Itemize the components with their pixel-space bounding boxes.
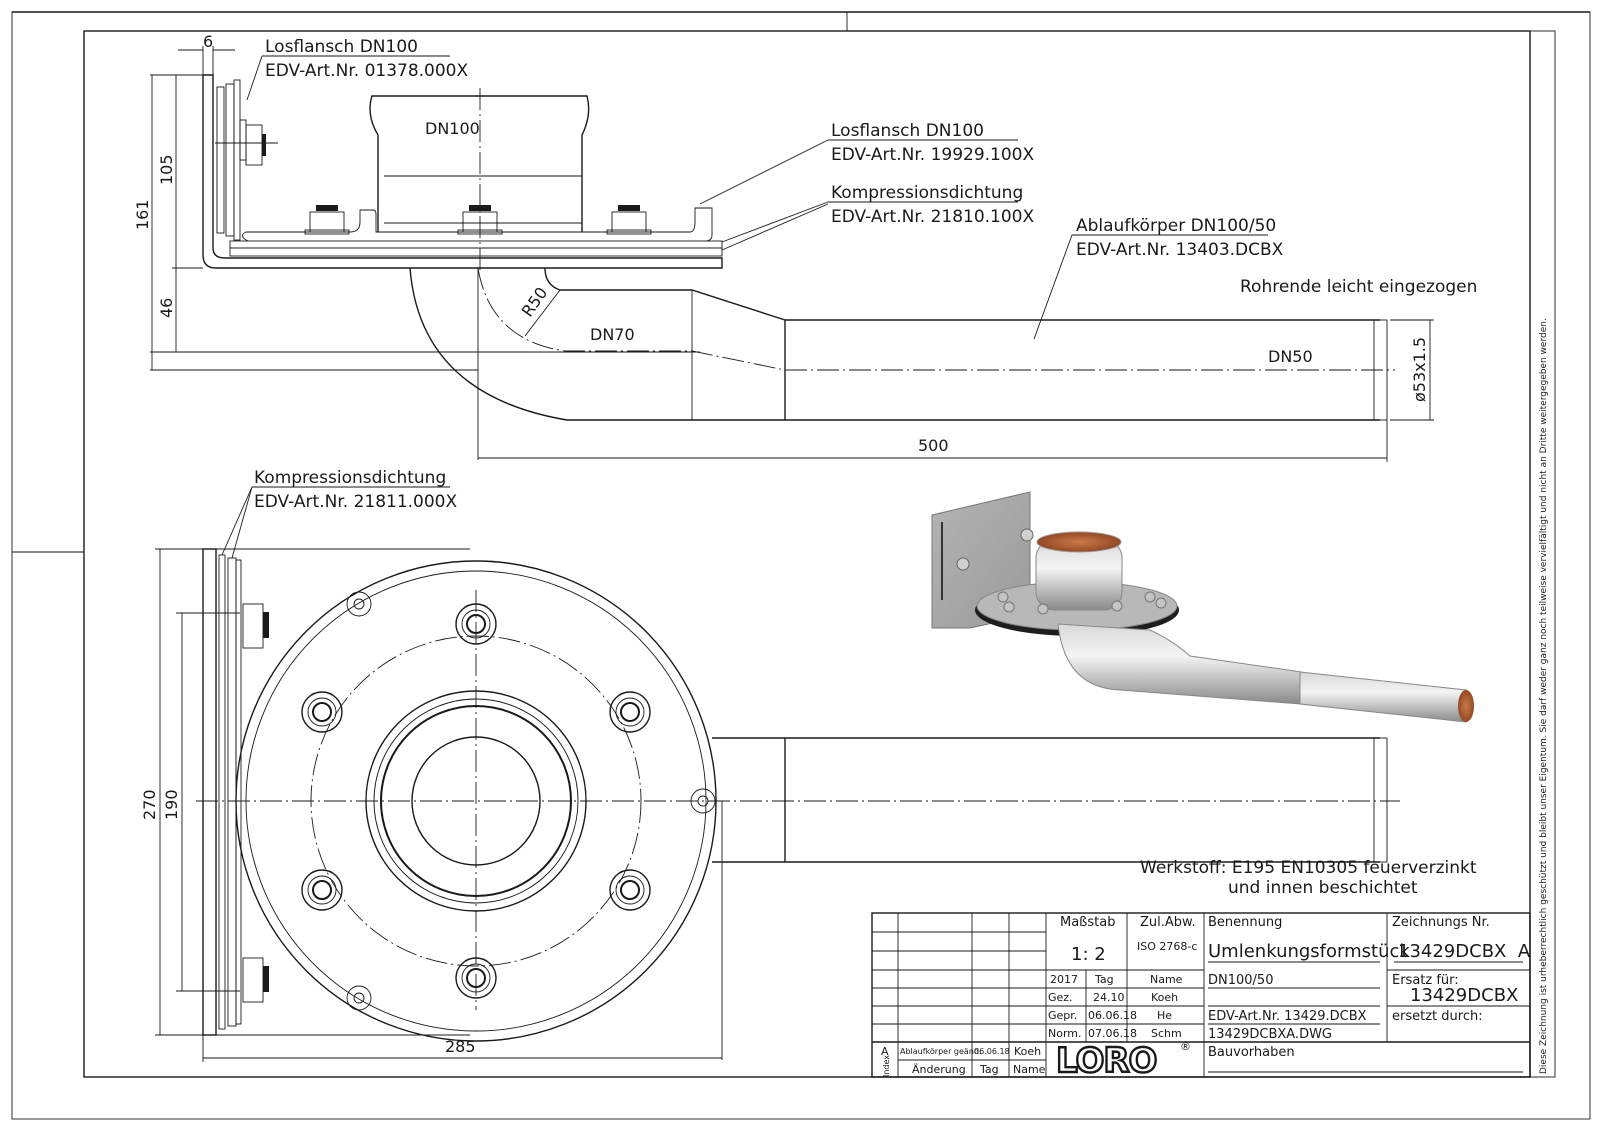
material-note-line2: und innen beschichtet <box>1228 878 1418 898</box>
wall-bracket <box>202 74 723 269</box>
label-dn70: DN70 <box>590 325 635 344</box>
header-index: Index <box>882 1055 891 1077</box>
revision-index: A <box>881 1045 889 1058</box>
role: Norm. <box>1048 1027 1082 1040</box>
label-radius: R50 <box>518 284 552 321</box>
render-3d <box>931 491 1474 723</box>
name: Schm <box>1151 1027 1182 1040</box>
label-dn50: DN50 <box>1268 347 1313 366</box>
dim-pipe-diameter: ø53x1.5 <box>1410 337 1429 402</box>
role: Gepr. <box>1048 1009 1077 1022</box>
scale-label: Maßstab <box>1060 915 1115 930</box>
callout-name: Kompressionsdichtung <box>831 183 1023 203</box>
dim-height-lower: 46 <box>157 298 176 318</box>
dim-height-total: 161 <box>133 199 152 230</box>
callout-name: Losflansch DN100 <box>831 121 984 141</box>
name: He <box>1157 1009 1172 1022</box>
dim-length: 500 <box>918 436 949 455</box>
material-note-line1: Werkstoff: E195 EN10305 feuerverzinkt <box>1140 858 1477 878</box>
dim-thickness: 6 <box>203 32 213 51</box>
callout-name: Kompressionsdichtung <box>254 468 446 488</box>
designation-value: Umlenkungsformstück <box>1208 941 1410 962</box>
bolt <box>606 205 652 235</box>
dim-width: 285 <box>445 1037 476 1056</box>
bolt <box>242 957 269 1003</box>
label-dn100: DN100 <box>425 119 480 138</box>
col-name: Name <box>1150 973 1183 986</box>
bolt <box>609 869 651 911</box>
revision-change: Ablaufkörper geänd. <box>900 1047 982 1056</box>
bolt <box>242 603 269 649</box>
callout-name: Ablaufkörper DN100/50 <box>1076 216 1276 236</box>
designation-label: Benennung <box>1208 915 1282 930</box>
bolt <box>301 869 343 911</box>
dim-bolt-spacing: 190 <box>162 789 181 820</box>
title-block: Maßstab 1: 2 Zul.Abw. ISO 2768-c 2017 Ta… <box>871 912 1531 1082</box>
scale-value: 1: 2 <box>1071 944 1106 965</box>
rivet <box>346 591 372 617</box>
replaced-by-label: ersetzt durch: <box>1392 1009 1483 1024</box>
copyright-disclaimer: Diese Zeichnung ist urheberrechtlich ges… <box>1539 318 1549 1074</box>
revision-name: Koeh <box>1014 1045 1041 1058</box>
col-day: Tag <box>1094 973 1114 986</box>
edv-number: EDV-Art.Nr. 13429.DCBX <box>1208 1009 1367 1024</box>
year: 2017 <box>1050 973 1078 986</box>
header-change: Änderung <box>912 1063 966 1076</box>
socket-dn100 <box>369 95 590 232</box>
drawing-no-label: Zeichnungs Nr. <box>1392 915 1490 930</box>
project-label: Bauvorhaben <box>1208 1045 1295 1060</box>
replaces-label: Ersatz für: <box>1392 973 1459 988</box>
callout-name: Losflansch DN100 <box>265 37 418 57</box>
dim-height-upper: 105 <box>157 154 176 185</box>
note-pipe-end: Rohrende leicht eingezogen <box>1240 277 1477 297</box>
bolt <box>301 691 343 733</box>
top-view: 270 190 285 Kompressionsdichtung EDV-Art… <box>140 468 1400 1062</box>
day: 24.10 <box>1093 991 1125 1004</box>
designation-sub: DN100/50 <box>1208 973 1273 988</box>
sheet-frame <box>11 11 1591 1120</box>
header-day: Tag <box>979 1063 999 1076</box>
callout-part-no: EDV-Art.Nr. 13403.DCBX <box>1076 240 1284 260</box>
day: 06.06.18 <box>1088 1009 1137 1022</box>
drain-body <box>409 267 786 421</box>
revision-day: 06.06.18 <box>974 1047 1010 1056</box>
tolerance-label: Zul.Abw. <box>1140 915 1196 930</box>
rivet <box>346 985 372 1011</box>
file-name: 13429DCBXA.DWG <box>1208 1027 1332 1042</box>
name: Koeh <box>1151 991 1178 1004</box>
tolerance-value: ISO 2768-c <box>1137 940 1197 953</box>
drawing-no-value: 13429DCBX A <box>1398 941 1531 962</box>
bolt <box>304 205 350 235</box>
side-view: 6 105 161 46 500 ø53x1.5 DN100 DN70 DN50… <box>133 32 1477 462</box>
day: 07.06.18 <box>1088 1027 1137 1040</box>
replaces-value: 13429DCBX <box>1410 985 1518 1006</box>
callout-part-no: EDV-Art.Nr. 21811.000X <box>254 492 457 512</box>
bolt <box>609 691 651 733</box>
callout-part-no: EDV-Art.Nr. 01378.000X <box>265 61 468 81</box>
role: Gez. <box>1048 991 1073 1004</box>
header-name: Name <box>1013 1063 1046 1076</box>
callout-part-no: EDV-Art.Nr. 21810.100X <box>831 207 1034 227</box>
dim-height-total: 270 <box>140 789 159 820</box>
logo: LORO <box>1056 1041 1157 1081</box>
callout-part-no: EDV-Art.Nr. 19929.100X <box>831 145 1034 165</box>
logo-registered-mark: ® <box>1180 1040 1191 1053</box>
